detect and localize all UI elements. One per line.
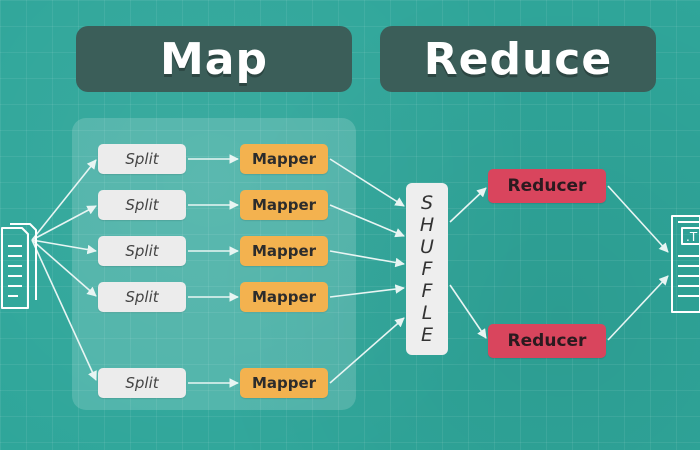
shuffle-letter: E (420, 324, 433, 346)
mapper-box-1: Mapper (240, 144, 328, 174)
shuffle-letter: L (421, 302, 433, 324)
split-box-1: Split (98, 144, 186, 174)
arrow-input-split-4 (31, 239, 97, 297)
shuffle-letter: F (421, 280, 433, 302)
arrow-shuffle-reducer-2 (449, 284, 487, 339)
arrow-mapper-shuffle-1 (329, 158, 405, 207)
arrow-reducer-output-1 (607, 185, 669, 253)
arrow-input-split-1 (31, 159, 97, 241)
mapper-box-3: Mapper (240, 236, 328, 266)
shuffle-letter: F (421, 258, 433, 280)
mapper-box-4: Mapper (240, 282, 328, 312)
split-box-3: Split (98, 236, 186, 266)
shuffle-letter: S (420, 192, 434, 214)
mapper-box-5: Mapper (240, 368, 328, 398)
arrow-mapper-shuffle-4 (329, 284, 405, 298)
arrow-shuffle-reducer-1 (449, 187, 487, 223)
arrow-mapper-shuffle-3 (329, 250, 405, 268)
mapper-box-2: Mapper (240, 190, 328, 220)
reduce-banner: Reduce (380, 26, 656, 92)
output-label: .T (686, 230, 698, 244)
document-page-icon (671, 215, 700, 313)
split-box-5: Split (98, 368, 186, 398)
split-box-2: Split (98, 190, 186, 220)
arrow-mapper-shuffle-2 (329, 204, 405, 238)
document-scroll-icon (1, 223, 37, 309)
reducer-box-1: Reducer (488, 169, 606, 203)
shuffle-letter: H (419, 214, 435, 236)
reducer-box-2: Reducer (488, 324, 606, 358)
arrow-reducer-output-2 (607, 275, 669, 341)
arrow-input-split-5 (31, 239, 97, 381)
arrow-input-split-2 (31, 205, 97, 241)
map-banner: Map (76, 26, 352, 92)
arrow-input-split-3 (31, 239, 97, 255)
arrow-mapper-shuffle-5 (329, 317, 405, 384)
shuffle-letter: U (420, 236, 434, 258)
split-box-4: Split (98, 282, 186, 312)
shuffle-box: S H U F F L E (406, 183, 448, 355)
